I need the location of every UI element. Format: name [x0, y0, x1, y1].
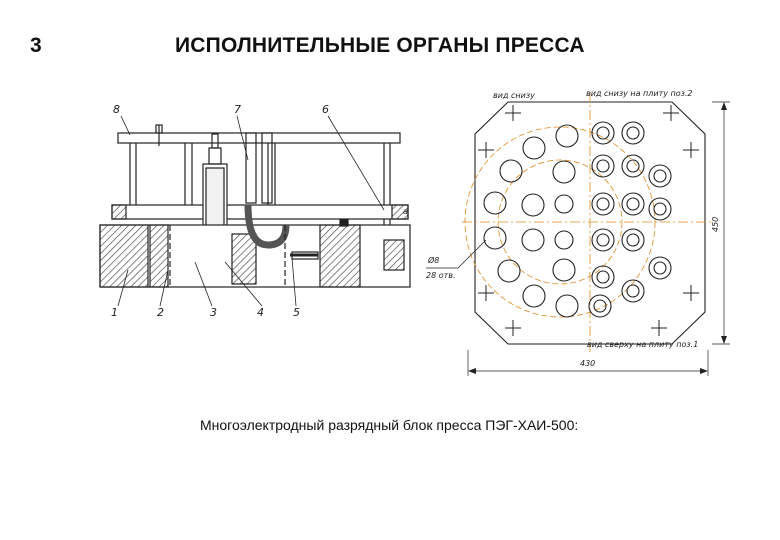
callout-5: 5: [293, 306, 300, 319]
label-plate-2: вид снизу на плиту поз.2: [586, 89, 693, 98]
label-plate-1: вид сверху на плиту поз.1: [587, 340, 698, 349]
dim-width: 430: [580, 359, 595, 368]
callout-1: 1: [111, 306, 118, 319]
side-mark: а: [403, 207, 408, 216]
hole-group-left: [483, 124, 579, 318]
section-callouts: 8 7 6 1 2 3 4 5 а: [111, 103, 408, 319]
plate-outline: [474, 101, 706, 345]
hole-count: 28 отв.: [426, 271, 456, 280]
slide-number: 3: [30, 34, 42, 57]
hole-group-right: [588, 121, 672, 318]
callout-6: 6: [322, 103, 329, 116]
page-title: ИСПОЛНИТЕЛЬНЫЕ ОРГАНЫ ПРЕССА: [175, 34, 585, 57]
figure-caption: Многоэлектродный разрядный блок пресса П…: [200, 417, 579, 433]
plan-view: [426, 92, 730, 376]
plan-labels: вид снизу вид снизу на плиту поз.2 вид с…: [426, 89, 720, 368]
callout-8: 8: [113, 103, 120, 116]
callout-4: 4: [257, 306, 264, 319]
callout-3: 3: [210, 306, 217, 319]
callout-2: 2: [157, 306, 164, 319]
hole-diameter: Ø8: [427, 255, 439, 265]
dim-height: 450: [711, 217, 720, 232]
callout-7: 7: [234, 103, 241, 116]
section-view: [99, 115, 411, 307]
label-bottom-view: вид снизу: [493, 91, 535, 100]
